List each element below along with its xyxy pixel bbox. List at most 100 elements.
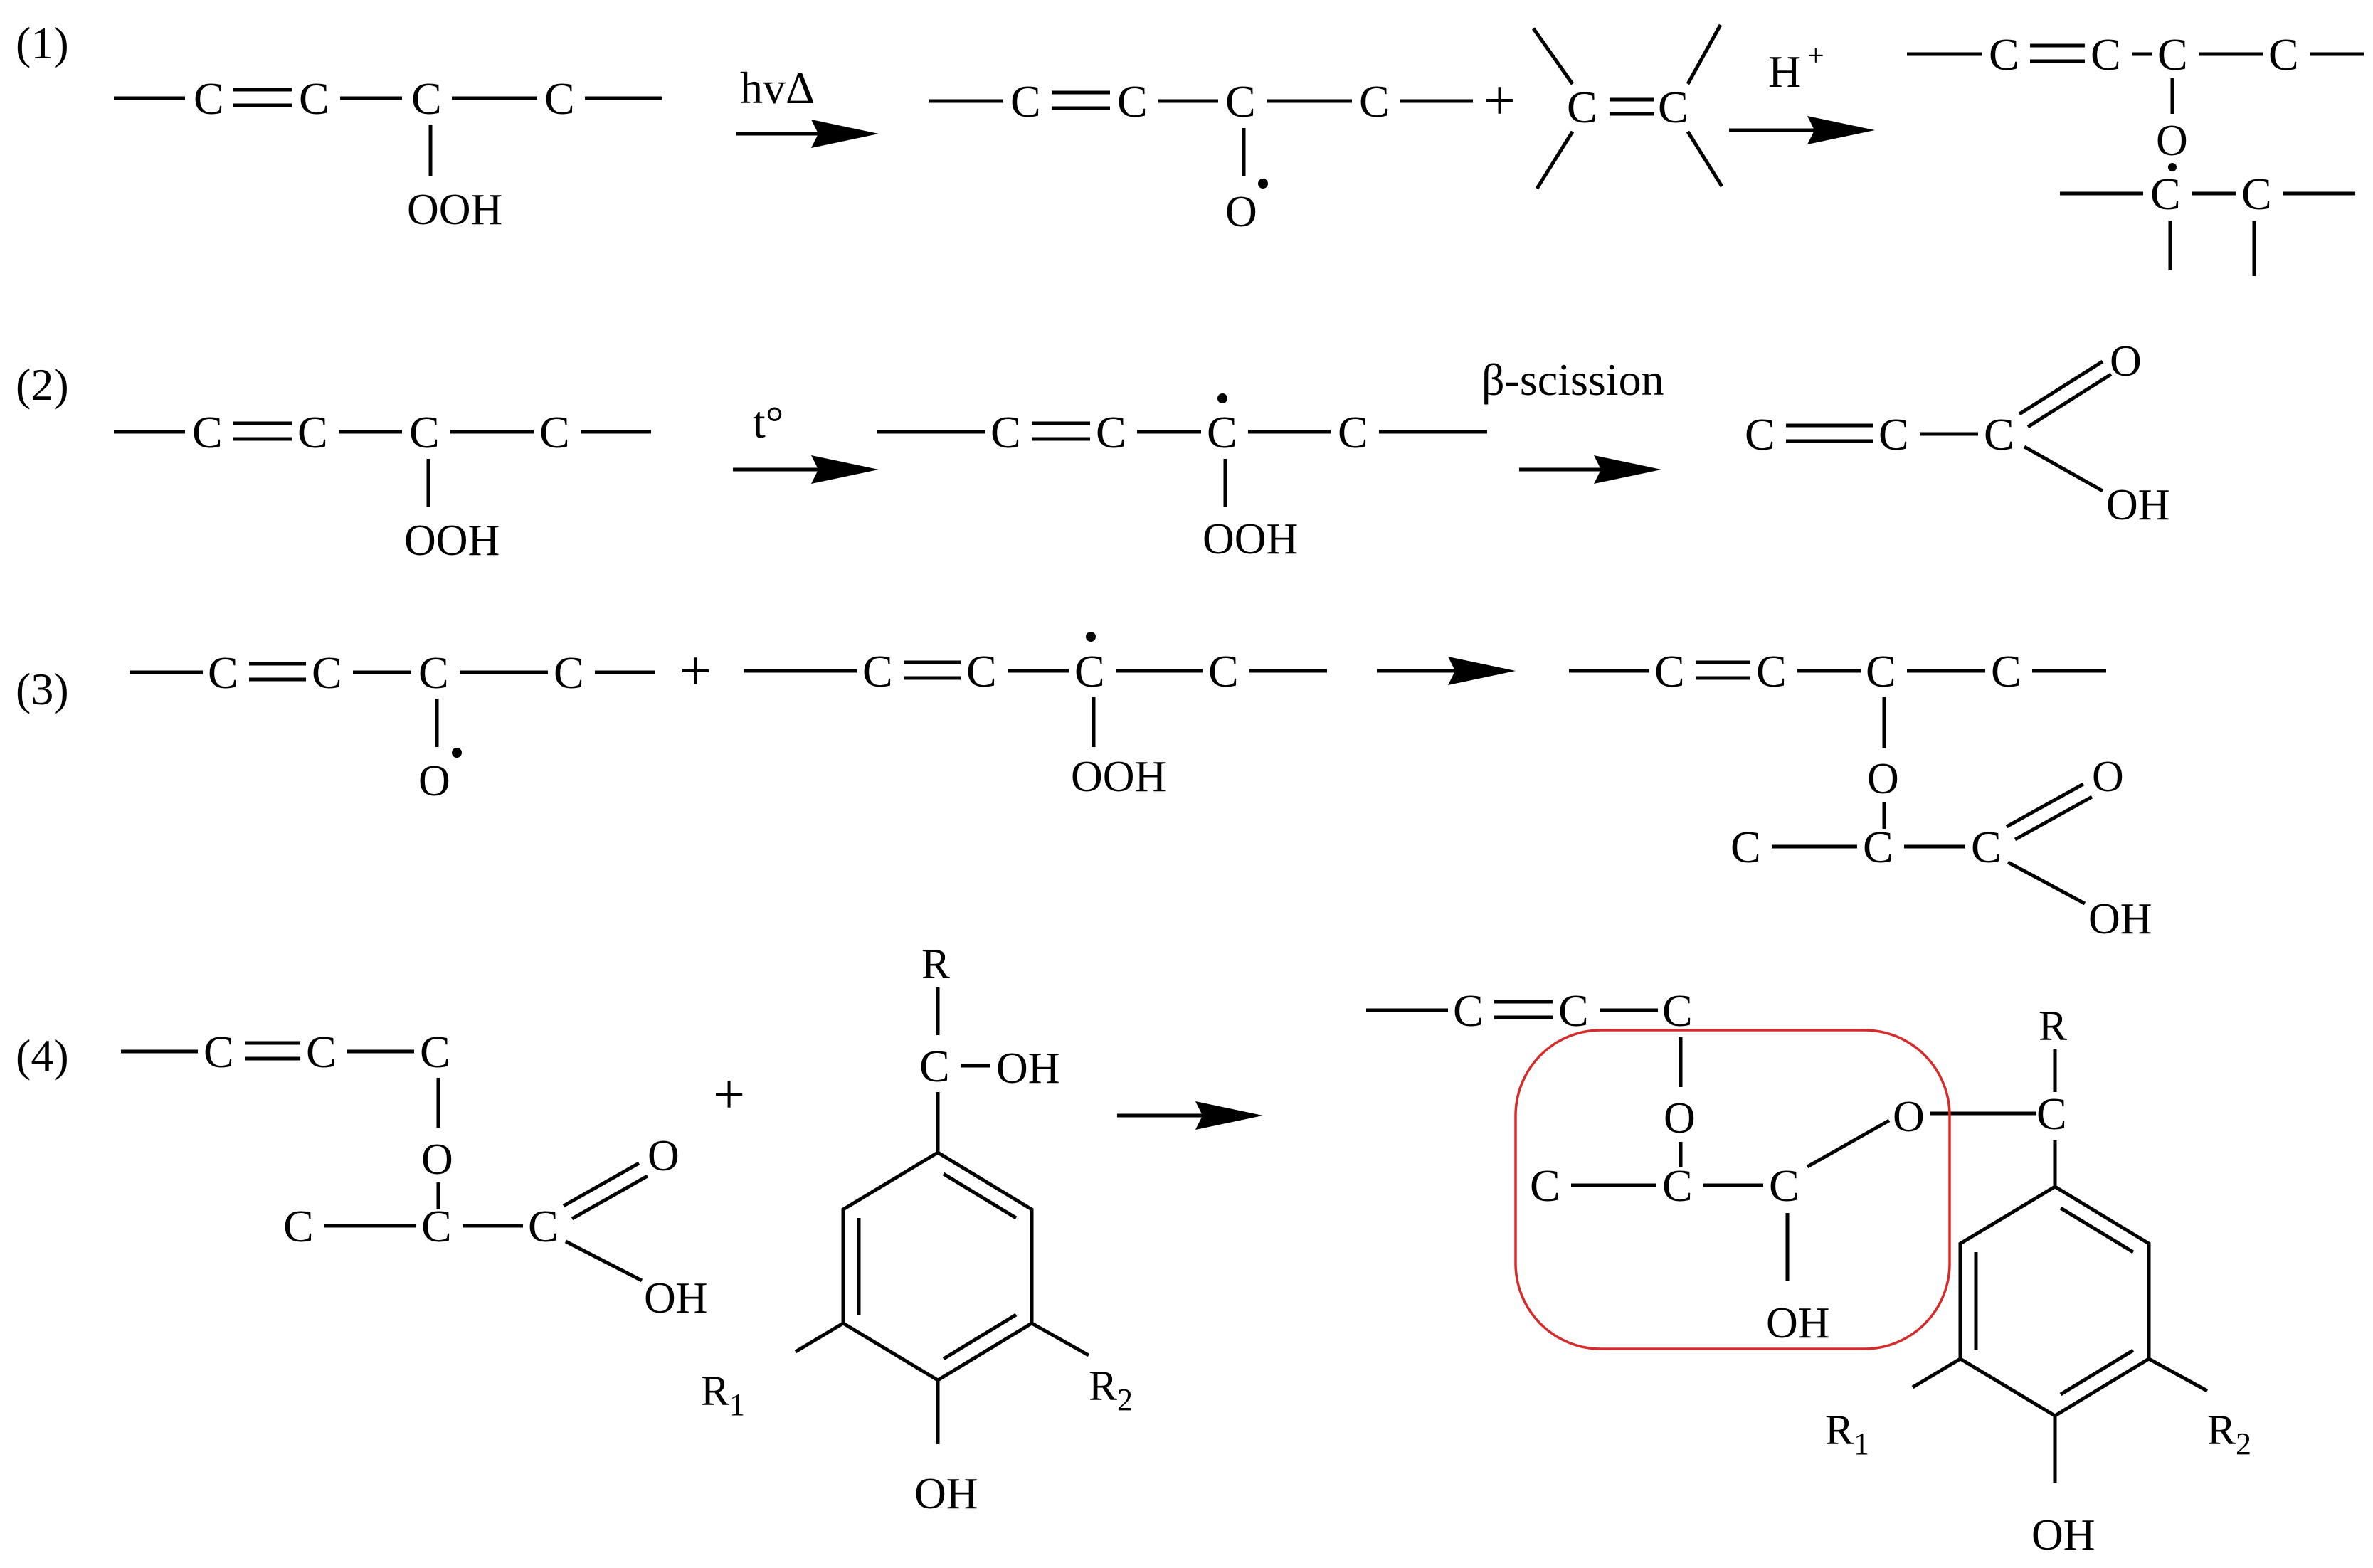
benzene-ring	[841, 1150, 1034, 1382]
arrow-label: t°	[753, 397, 783, 447]
carbonyl-o: O	[2092, 753, 2124, 801]
arrow-label: H	[1768, 46, 1801, 97]
arrow-superscript: +	[1807, 40, 1824, 73]
reaction-arrow: hvΔ	[736, 63, 879, 148]
reactant-hydroperoxide: C C C C OOH	[114, 407, 651, 565]
atom-c: C	[1208, 646, 1239, 696]
step-3: (3) C C C C O + C C C C	[16, 632, 2152, 943]
substituent-ooh: OOH	[407, 186, 502, 234]
step-number: (3)	[16, 664, 69, 714]
atom-c: C	[539, 407, 570, 457]
reactant-ester: C C C O C C C O OH	[121, 1027, 708, 1323]
bridge-o: O	[1867, 755, 1899, 803]
reaction-arrow	[1377, 657, 1516, 685]
reaction-arrow: H +	[1729, 40, 1875, 144]
atom-c: C	[990, 407, 1021, 457]
plus-sign: +	[680, 640, 712, 703]
hydroxyl: OH	[2088, 895, 2152, 943]
reactant-alkoxy-radical: C C C C O	[130, 647, 655, 805]
benzene-ring	[1958, 1185, 2151, 1418]
intermediate-carbon-radical: C C C C OOH	[877, 393, 1487, 563]
atom-c: C	[544, 73, 575, 124]
atom-c: C	[1989, 29, 2019, 80]
r2-group: R2	[1089, 1362, 1133, 1417]
atom-c: C	[862, 646, 893, 696]
atom-c: C	[1984, 409, 2014, 460]
product-acrylic-acid: C C C O OH	[1745, 337, 2170, 529]
atom-c: C	[1878, 409, 1909, 460]
atom-c: C	[2268, 29, 2299, 80]
product-ester: C C C C O C C C O OH	[1569, 646, 2152, 943]
substituent-o: O	[418, 757, 450, 805]
ether-o: O	[1893, 1093, 1925, 1141]
atom-c: C	[2241, 169, 2272, 219]
bridge-o: O	[1664, 1094, 1696, 1143]
arrow-label: hvΔ	[740, 63, 815, 113]
atom-c: C	[966, 646, 997, 696]
hydroxyl: OH	[644, 1274, 708, 1323]
atom-c: C	[1530, 1160, 1560, 1211]
atom-c: C	[1991, 646, 2021, 696]
atom-c: C	[208, 647, 238, 698]
atom-c: C	[919, 1041, 950, 1091]
substituent-ooh: OOH	[1203, 515, 1298, 563]
radical-dot	[1217, 393, 1227, 403]
reaction-arrow: t°	[733, 397, 879, 484]
atom-c: C	[1662, 985, 1693, 1036]
atom-c: C	[2091, 29, 2121, 80]
bridge-o: O	[2156, 117, 2188, 165]
atom-c: C	[1207, 407, 1237, 457]
substituent-o: O	[1225, 188, 1257, 236]
atom-c: C	[2150, 169, 2181, 219]
atom-c: C	[420, 1027, 450, 1077]
atom-c: C	[1225, 76, 1256, 127]
atom-c: C	[1010, 76, 1041, 127]
reactant-carbon-radical: C C C C OOH	[744, 632, 1327, 801]
atom-c: C	[1756, 646, 1787, 696]
atom-c: C	[1745, 409, 1775, 460]
carbonyl-o: O	[2110, 337, 2142, 386]
atom-c: C	[312, 647, 342, 698]
r-group: R	[2039, 1002, 2067, 1049]
atom-c: C	[409, 407, 440, 457]
atom-c: C	[1658, 82, 1688, 132]
substituent-ooh: OOH	[404, 517, 500, 565]
atom-c: C	[1567, 82, 1597, 132]
plus-sign: +	[1484, 70, 1516, 132]
radical-dot	[1258, 179, 1268, 189]
atom-c: C	[1730, 822, 1761, 872]
r2-group: R2	[2207, 1407, 2251, 1461]
atom-c: C	[528, 1201, 559, 1251]
atom-c: C	[306, 1027, 337, 1077]
ring-hydroxyl: OH	[914, 1470, 978, 1518]
atom-c: C	[1453, 985, 1484, 1036]
hydroxyl: OH	[1766, 1299, 1830, 1347]
step-number: (4)	[16, 1030, 69, 1081]
step-4: (4) C C C O C C C O OH + R	[16, 941, 2251, 1559]
atom-c: C	[1971, 822, 2002, 872]
arrow-label: β-scission	[1481, 354, 1664, 405]
atom-c: C	[1338, 407, 1368, 457]
atom-c: C	[194, 73, 224, 124]
atom-c: C	[1662, 1160, 1693, 1211]
atom-c: C	[411, 73, 442, 124]
atom-c: C	[299, 73, 329, 124]
radical-dot	[452, 748, 462, 758]
hydroxyl: OH	[996, 1044, 1060, 1093]
atom-c: C	[1359, 76, 1390, 127]
atom-c: C	[1863, 822, 1893, 872]
bond-dot	[2168, 163, 2177, 171]
step-number: (2)	[16, 359, 69, 410]
atom-c: C	[192, 407, 223, 457]
highlight-box	[1514, 1029, 1951, 1350]
ring-hydroxyl: OH	[2031, 1511, 2095, 1559]
substituent-ooh: OOH	[1071, 753, 1166, 801]
atom-c: C	[2036, 1088, 2067, 1139]
step-2: (2) C C C C OOH t° C C C	[16, 337, 2170, 565]
atom-c: C	[1866, 646, 1896, 696]
carbonyl-o: O	[648, 1132, 680, 1180]
product-phenolic-adduct: C C C O C C C O OH R C	[1366, 985, 2251, 1559]
r1-group: R1	[1825, 1407, 1869, 1461]
reaction-arrow	[1117, 1101, 1263, 1130]
